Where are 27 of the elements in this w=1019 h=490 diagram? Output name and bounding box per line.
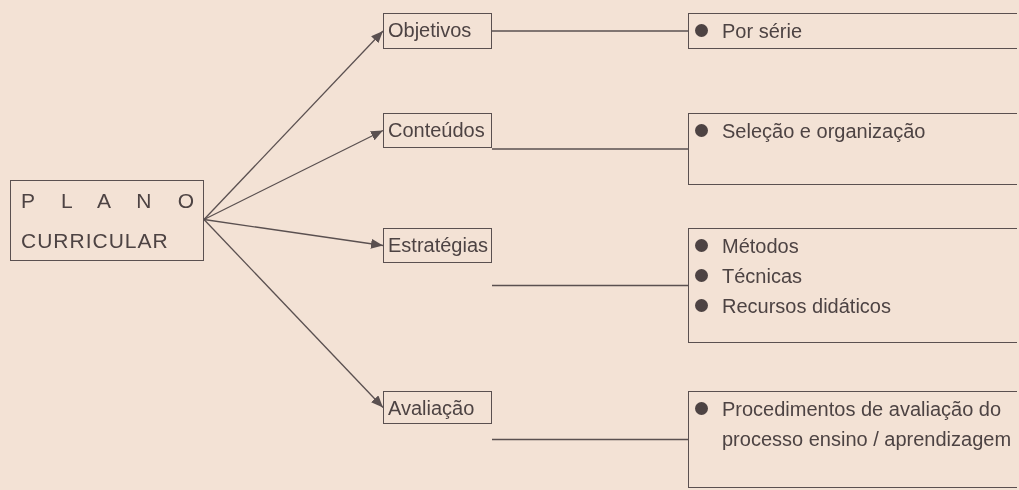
category-box bbox=[383, 113, 492, 148]
detail-box bbox=[688, 113, 1017, 185]
connector-line bbox=[491, 30, 689, 32]
detail-box bbox=[688, 391, 1017, 488]
item-text: Recursos didáticos bbox=[722, 294, 892, 319]
item-text: Métodos bbox=[722, 234, 800, 259]
detail-box bbox=[688, 13, 1017, 49]
arrow bbox=[203, 218, 384, 249]
category-text: Estratégias bbox=[387, 233, 490, 258]
item-text: Seleção e organização bbox=[722, 119, 927, 144]
arrow bbox=[203, 218, 384, 409]
connector-line bbox=[491, 148, 689, 150]
category-box bbox=[383, 391, 492, 424]
connector-line bbox=[491, 438, 689, 441]
category-text: Avaliação bbox=[387, 396, 476, 421]
item-text: Por série bbox=[722, 19, 804, 44]
detail-box bbox=[688, 228, 1017, 343]
category-text: Objetivos bbox=[387, 18, 473, 43]
item-text: Técnicas bbox=[722, 264, 804, 289]
arrow bbox=[203, 129, 384, 221]
title-text: P L A N O CURRICULAR bbox=[21, 188, 195, 254]
arrow bbox=[203, 30, 384, 221]
item-text: Procedimentos de avaliação do processo ensino / aprendizagem bbox=[722, 397, 1012, 452]
category-box bbox=[383, 13, 492, 49]
category-text: Conteúdos bbox=[387, 118, 486, 143]
connector-line bbox=[491, 284, 689, 287]
root-box bbox=[10, 180, 204, 261]
